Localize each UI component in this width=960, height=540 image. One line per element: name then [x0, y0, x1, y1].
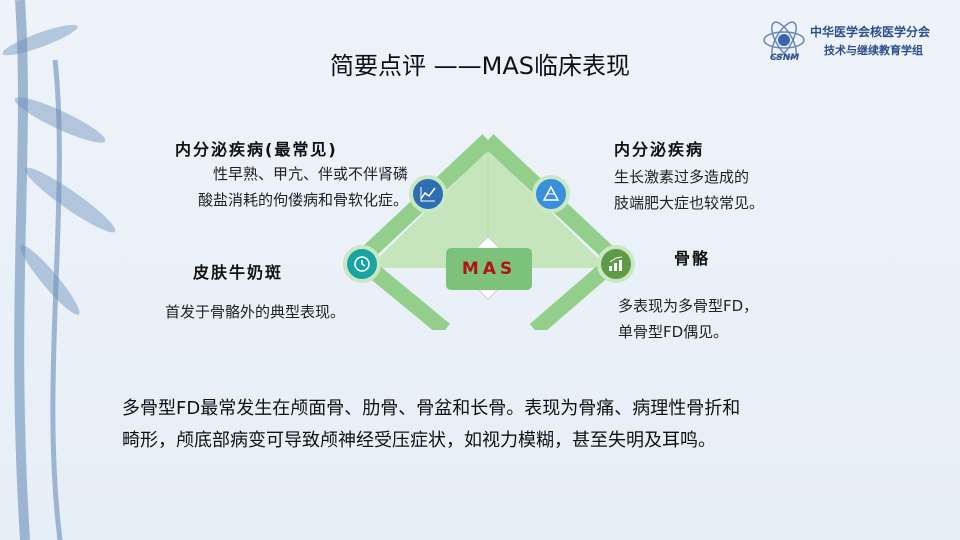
text-line: 多表现为多骨型FD，	[618, 297, 759, 315]
heading-endocrine-common: 内分泌疾病(最常见)	[175, 140, 338, 159]
text-line: 性早熟、甲亢、伴或不伴肾磷	[212, 165, 408, 183]
text-skin: 首发于骨骼外的典型表现。	[165, 303, 346, 321]
bamboo-decoration	[2, 0, 116, 540]
text-bone: 多表现为多骨型FD， 单骨型FD偶见。	[618, 293, 758, 345]
chart-icon	[409, 175, 447, 213]
triangle-icon	[532, 175, 570, 213]
text-line: 肢端肥大症也较常见。	[614, 194, 765, 212]
summary-line: 多骨型FD最常发生在颅面骨、肋骨、骨盆和长骨。表现为骨痛、病理性骨折和	[122, 398, 741, 419]
society-logo: CSNM 中华医学会核医学分会 技术与继续教育学组	[762, 20, 952, 65]
history-clock-icon	[343, 245, 381, 283]
atom-logo-icon	[763, 21, 805, 59]
page-title: 简要点评 ——MAS临床表现	[330, 52, 630, 80]
text-line: 酸盐消耗的佝偻病和骨软化症。	[197, 191, 408, 209]
heading-bone: 骨骼	[674, 249, 711, 268]
heading-skin: 皮肤牛奶斑	[193, 263, 284, 282]
text-line: 生长激素过多造成的	[614, 168, 750, 186]
heading-endocrine: 内分泌疾病	[614, 140, 705, 159]
text-line: 单骨型FD偶见。	[618, 323, 729, 341]
summary-paragraph: 多骨型FD最常发生在颅面骨、肋骨、骨盆和长骨。表现为骨痛、病理性骨折和 畸形，颅…	[122, 393, 740, 457]
mas-center-label: MAS	[446, 248, 532, 290]
logo-line1: 中华医学会核医学分会	[810, 25, 931, 39]
growth-bars-icon	[597, 245, 635, 283]
mas-diagram	[347, 134, 628, 330]
text-endocrine-common: 性早熟、甲亢、伴或不伴肾磷 酸盐消耗的佝偻病和骨软化症。	[146, 161, 408, 213]
text-endocrine: 生长激素过多造成的 肢端肥大症也较常见。	[614, 164, 764, 216]
logo-mark: CSNM	[770, 53, 800, 63]
logo-line2: 技术与继续教育学组	[824, 44, 923, 57]
summary-line: 畸形，颅底部病变可导致颅神经受压症状，如视力模糊，甚至失明及耳鸣。	[122, 430, 716, 451]
